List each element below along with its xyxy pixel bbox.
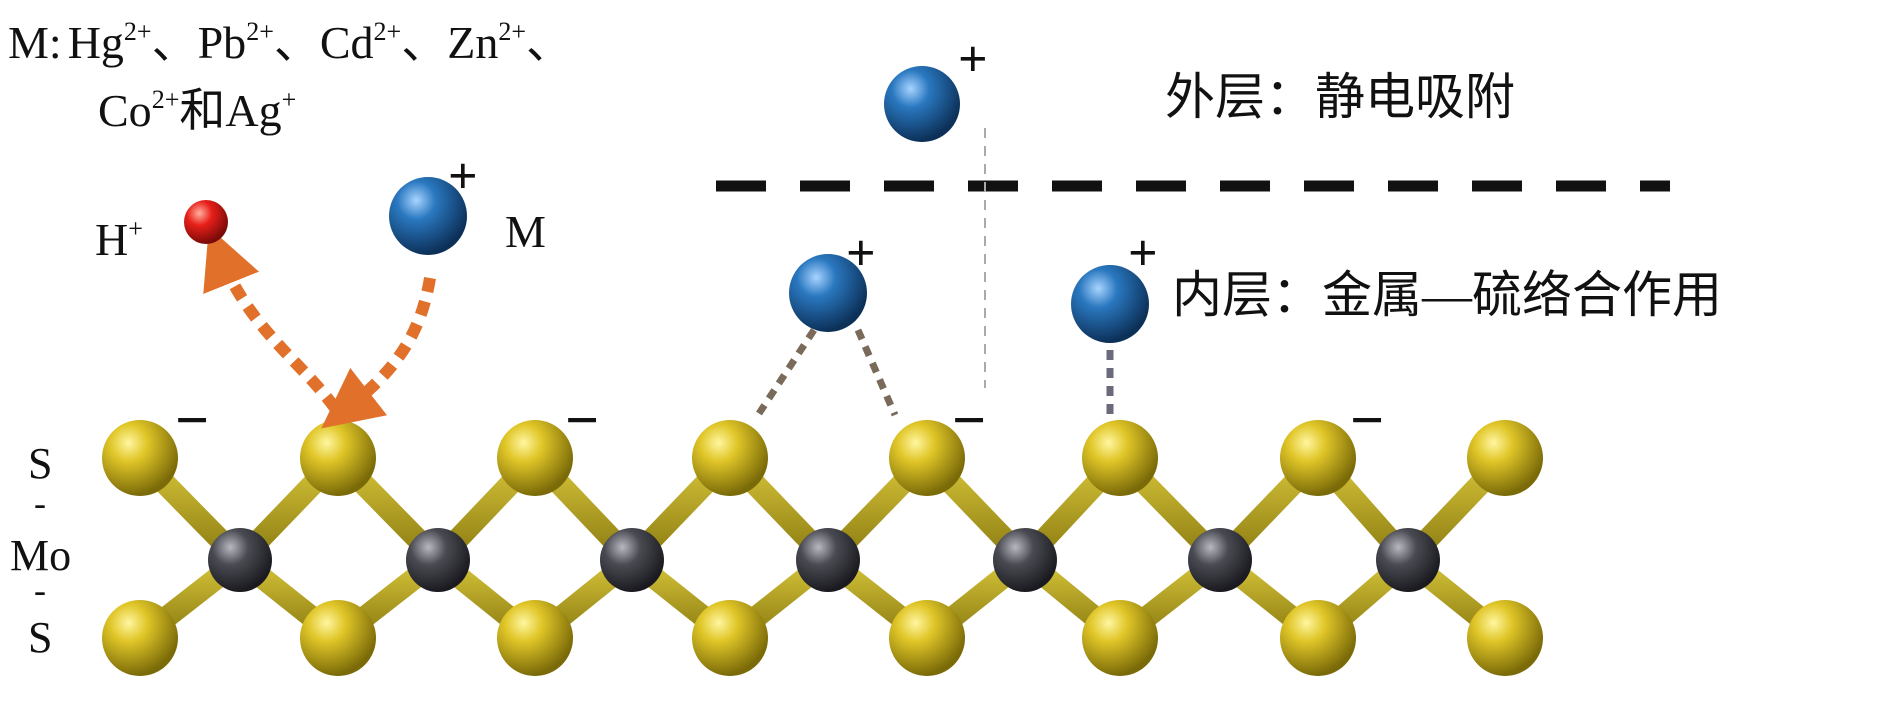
mos2-atoms (102, 420, 1543, 676)
cation-charge-outer: + (958, 31, 988, 88)
metal-ion-outer (884, 66, 960, 142)
sulfur-atom-top (497, 420, 573, 496)
sulfur-atom-bottom (1082, 600, 1158, 676)
stack-label-top-s: S (28, 439, 52, 488)
outer-layer-label: 外层：静电吸附 (1165, 69, 1515, 125)
molybdenum-atom (208, 528, 272, 592)
metal-uptake-arrow (321, 277, 436, 429)
proton-label: H+ (95, 214, 143, 265)
anion-charge-1: − (175, 387, 209, 453)
stack-bond-2: - (34, 570, 46, 610)
sulfur-atom-bottom (300, 600, 376, 676)
cation-charge-inner-bridging: + (846, 225, 876, 282)
stack-bond-1: - (34, 483, 46, 523)
sulfur-atom-bottom (889, 600, 965, 676)
sulfur-atom-bottom (1280, 600, 1356, 676)
stack-label-mo: Mo (10, 531, 71, 580)
sulfur-atom-top (1082, 420, 1158, 496)
anion-charge-2: − (565, 387, 599, 453)
sulfur-atom-top (1467, 420, 1543, 496)
molybdenum-atom (993, 528, 1057, 592)
molybdenum-atom (1188, 528, 1252, 592)
metal-ion-inner-terminal (1071, 265, 1149, 343)
stack-label-bottom-s: S (28, 613, 52, 662)
inner-layer-label: 内层：金属—硫络合作用 (1172, 267, 1722, 323)
cation-charge-inner-terminal: + (1128, 225, 1158, 282)
sulfur-atom-top (300, 420, 376, 496)
molybdenum-atom (796, 528, 860, 592)
molybdenum-atom (1376, 528, 1440, 592)
metal-legend-line2: Co2+和Ag+ (98, 85, 296, 136)
cation-charge-exchange: + (448, 148, 478, 205)
molybdenum-atom (406, 528, 470, 592)
proton (184, 200, 228, 244)
sulfur-atom-top (102, 420, 178, 496)
sulfur-atom-bottom (497, 600, 573, 676)
sulfur-atom-top (889, 420, 965, 496)
anion-charge-4: − (1350, 387, 1384, 453)
metal-ion-exchange (389, 177, 467, 255)
molybdenum-atom (600, 528, 664, 592)
proton-release-arrow (203, 227, 340, 412)
coordination-bonds (755, 328, 1114, 417)
sulfur-atom-top (692, 420, 768, 496)
metal-ion-inner-bridging (789, 254, 867, 332)
metal-legend-line1: M:Hg2+、Pb2+、Cd2+、Zn2+、 (8, 17, 572, 68)
sulfur-atom-bottom (1467, 600, 1543, 676)
metal-label: M (505, 206, 546, 257)
sulfur-atom-bottom (692, 600, 768, 676)
sulfur-atom-top (1280, 420, 1356, 496)
sulfur-atom-bottom (102, 600, 178, 676)
anion-charge-3: − (952, 387, 986, 453)
